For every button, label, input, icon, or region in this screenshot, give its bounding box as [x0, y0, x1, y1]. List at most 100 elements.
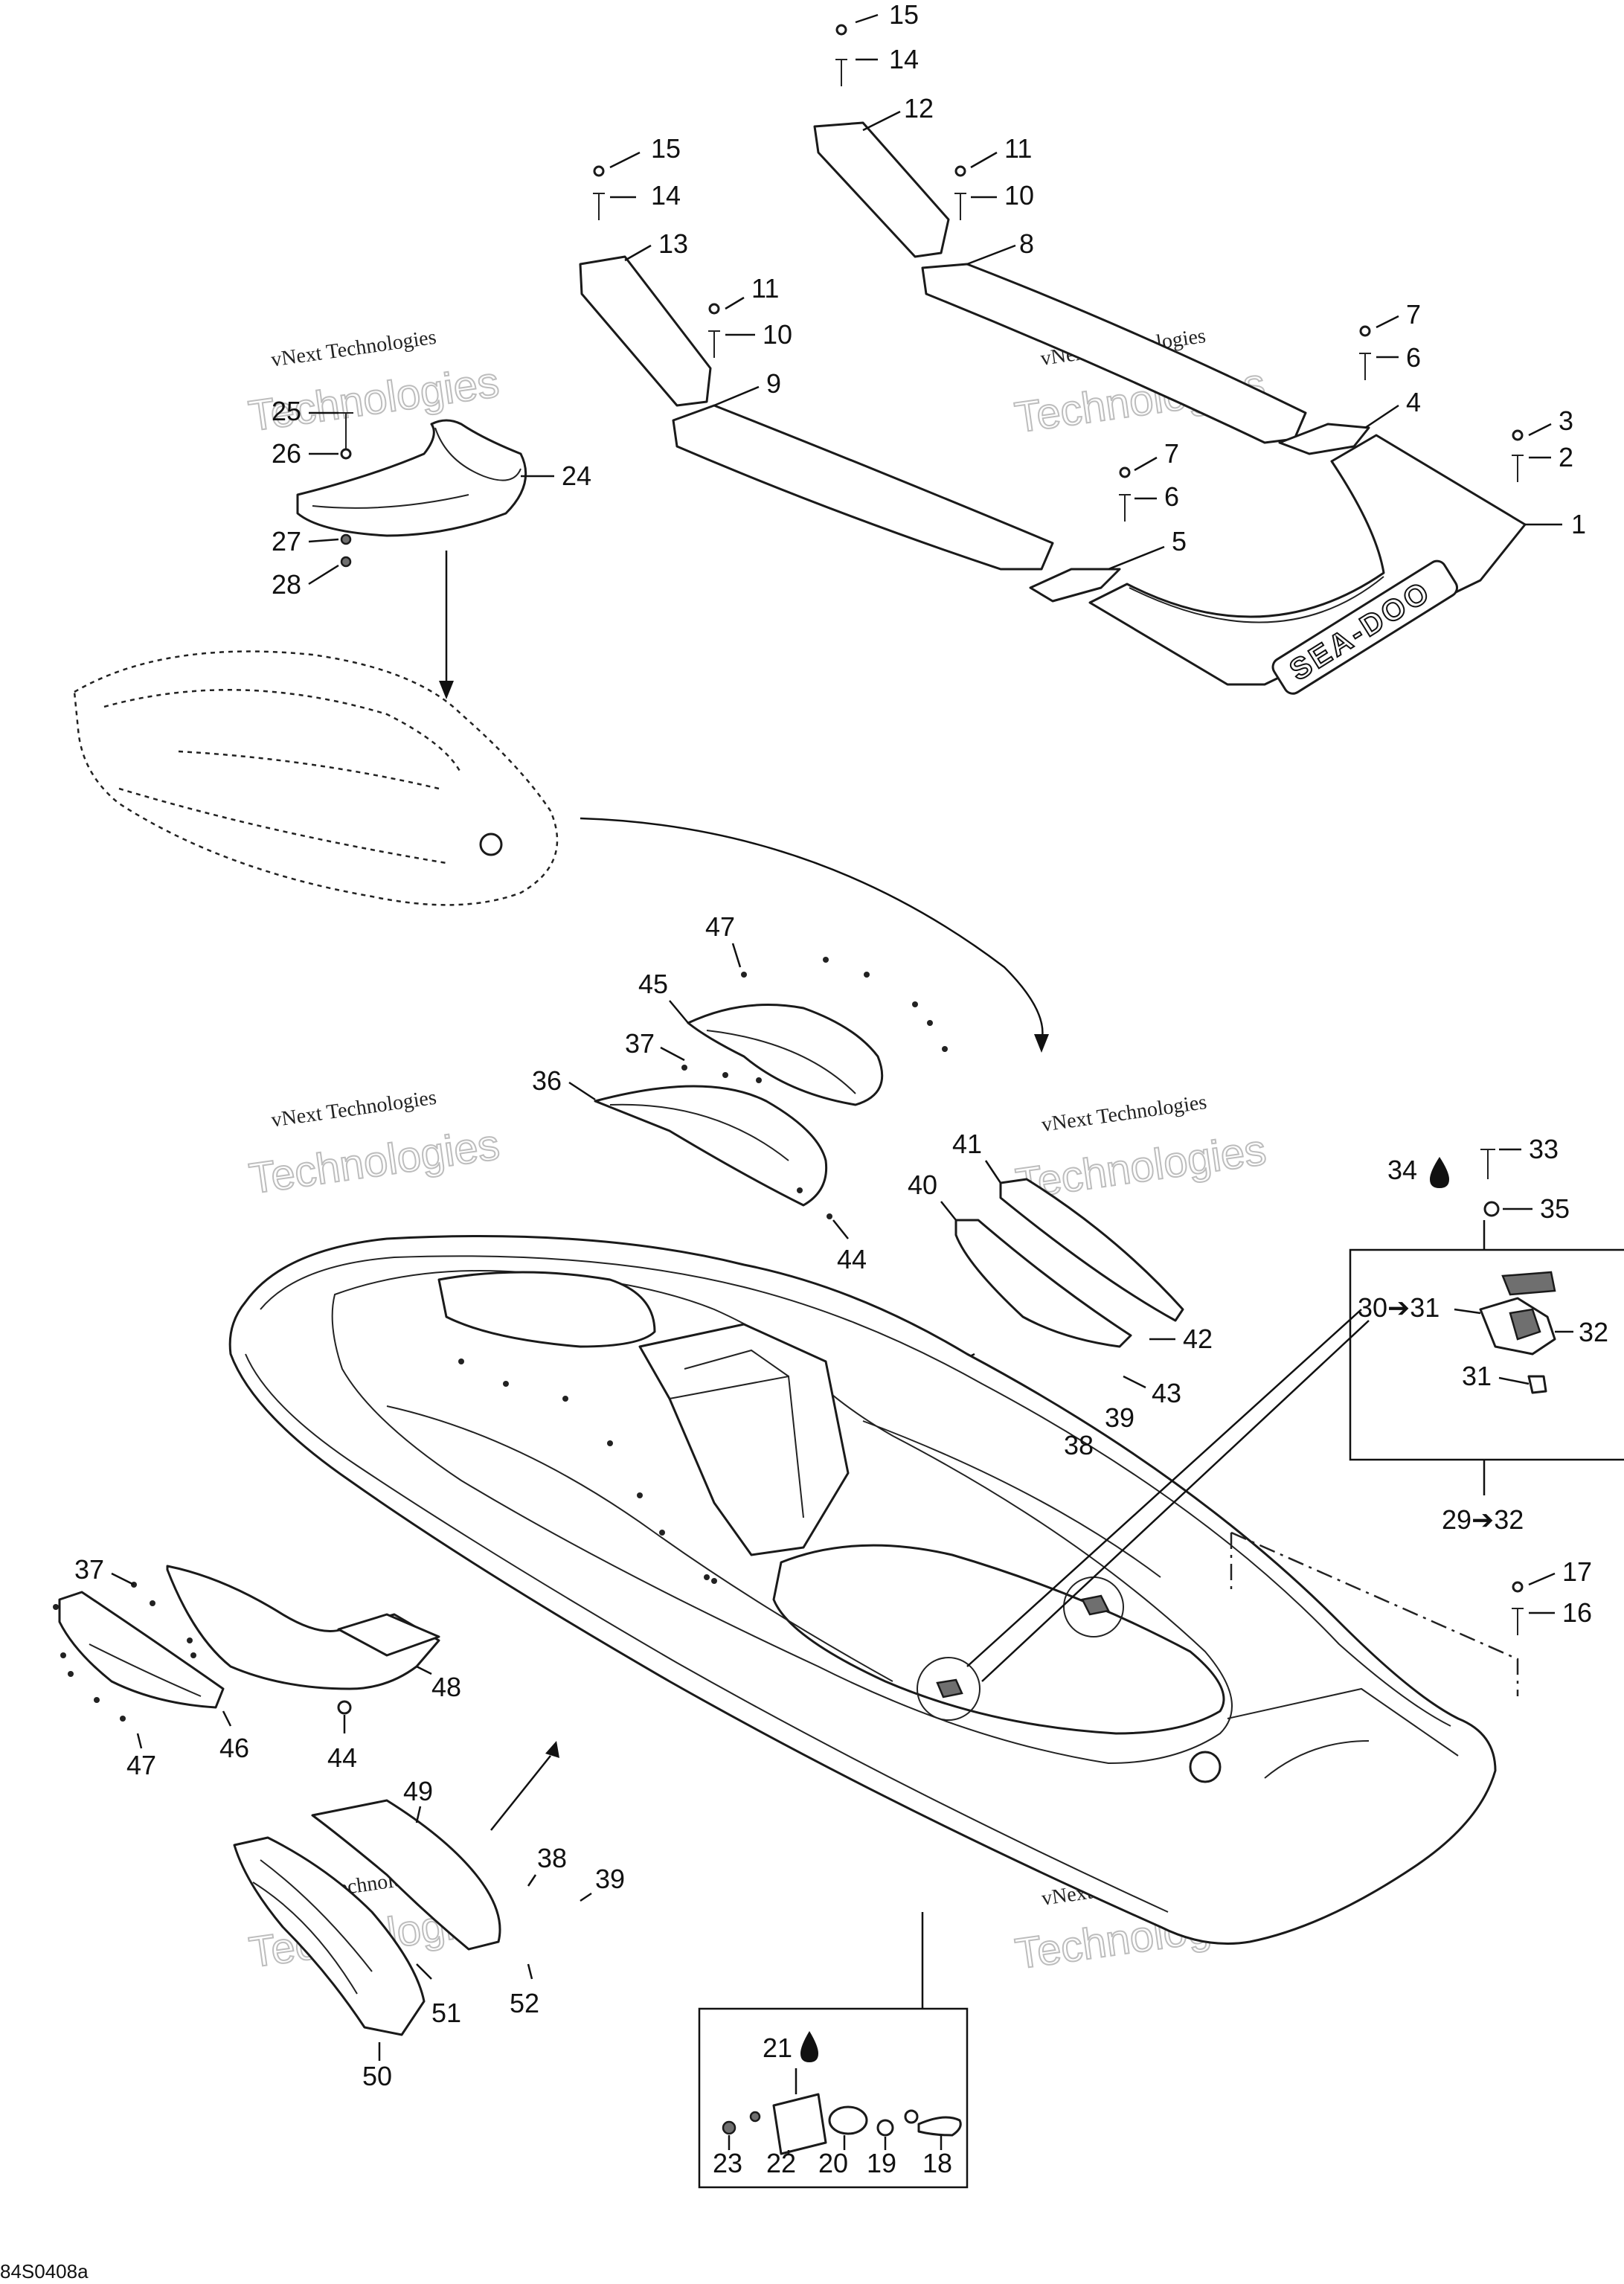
callout-39: 39: [595, 1864, 625, 1894]
callout-11: 11: [751, 273, 779, 304]
trim-screws-left: [53, 1582, 352, 1722]
footwell-trim-48: [166, 1565, 440, 1690]
callout-35: 35: [1540, 1193, 1570, 1224]
callout-42: 42: [1183, 1324, 1213, 1354]
fastener-16-17: [1512, 1581, 1524, 1635]
callout-7: 7: [1406, 299, 1421, 330]
callout-32: 32: [1579, 1317, 1608, 1347]
callout-15: 15: [889, 0, 919, 30]
side-trim-45: [687, 1004, 884, 1106]
mat-5: [1029, 568, 1121, 603]
watermark-text: Technologies: [246, 1120, 502, 1203]
side-trim-40: [954, 1219, 1132, 1348]
callout-21: 21: [763, 2033, 792, 2063]
diagram-code: 84S0408a: [0, 2260, 89, 2283]
callout-19: 19: [867, 2148, 896, 2178]
mat-12: [813, 121, 950, 258]
callout-43: 43: [1152, 1378, 1181, 1408]
callout-27: 27: [272, 526, 301, 556]
callout-34: 34: [1387, 1155, 1417, 1185]
callout-17: 17: [1562, 1556, 1592, 1587]
callout-30-31: 30➔31: [1358, 1292, 1440, 1323]
callout-10: 10: [1004, 180, 1034, 211]
side-trim-41: [999, 1178, 1184, 1322]
callout-37: 37: [625, 1028, 655, 1059]
callout-44: 44: [837, 1244, 867, 1274]
hull: [228, 1235, 1497, 1945]
watermark-mid-left: vNext Technologies Technologies: [245, 1086, 503, 1204]
side-trim-36: [594, 1085, 828, 1207]
detail-box-29-32: [1349, 1248, 1624, 1461]
callout-46: 46: [219, 1733, 249, 1763]
callout-23: 23: [713, 2148, 742, 2178]
callout-41: 41: [952, 1129, 982, 1159]
callout-47: 47: [126, 1750, 156, 1780]
trim-screws: [681, 957, 948, 1219]
callout-51: 51: [431, 1998, 461, 2028]
clip-assembly: [1479, 1149, 1556, 1394]
callout-52: 52: [510, 1988, 539, 2018]
callout-2: 2: [1559, 442, 1573, 472]
watermark-text: vNext Technologies: [269, 326, 437, 372]
callout-1: 1: [1571, 509, 1586, 539]
callout-15: 15: [651, 133, 681, 164]
mat-4: [1278, 423, 1370, 455]
mat-1: [1088, 434, 1527, 686]
callout-48: 48: [431, 1672, 461, 1702]
callout-26: 26: [272, 438, 301, 469]
footwell-trim-46: [58, 1591, 225, 1709]
callout-12: 12: [904, 93, 934, 123]
callout-45: 45: [638, 969, 668, 999]
callout-44: 44: [327, 1742, 357, 1773]
callout-33: 33: [1529, 1134, 1559, 1164]
callout-49: 49: [403, 1776, 433, 1806]
callout-22: 22: [766, 2148, 796, 2178]
watermark-text: vNext Technologies: [270, 1086, 438, 1132]
callout-5: 5: [1172, 526, 1187, 556]
callout-31: 31: [1462, 1361, 1492, 1391]
drain-plug-assembly: [722, 2093, 962, 2155]
watermark-text: vNext Technologies: [1040, 1091, 1208, 1137]
callout-18: 18: [922, 2148, 952, 2178]
callout-29-32: 29➔32: [1442, 1504, 1524, 1535]
hull-detail-circles: [917, 1309, 1370, 1721]
grab-handle-24: [296, 412, 527, 568]
callout-20: 20: [818, 2148, 848, 2178]
callout-11: 11: [1004, 133, 1032, 164]
callout-38: 38: [1064, 1430, 1094, 1460]
callout-13: 13: [658, 228, 688, 259]
callout-47: 47: [705, 911, 735, 942]
stern-guide: [1230, 1531, 1519, 1696]
callout-16: 16: [1562, 1597, 1592, 1628]
step-bracket-49: [311, 1799, 501, 1951]
callout-28: 28: [272, 569, 301, 600]
callout-9: 9: [766, 368, 781, 399]
callout-10: 10: [763, 319, 792, 350]
mat-fasteners: [593, 24, 1524, 522]
mat-9: [672, 404, 1054, 571]
callout-24: 24: [562, 461, 591, 491]
sealant-drop-icon: [1430, 1157, 1449, 1188]
callout-7: 7: [1164, 438, 1179, 469]
callout-40: 40: [908, 1170, 937, 1200]
callout-8: 8: [1019, 228, 1034, 259]
detail-box-18-23: [698, 2007, 969, 2189]
callout-14: 14: [651, 180, 681, 211]
callout-37: 37: [74, 1554, 104, 1585]
watermark-mid-right: vNext Technologies Technologies: [1012, 1091, 1269, 1209]
sealant-drop-icon: [800, 2031, 818, 2062]
callouts: 15 14 12 15 14 13 11 10 8 11 10 9 7 6 4 …: [74, 0, 1608, 2178]
callout-6: 6: [1406, 342, 1421, 373]
mat-13: [579, 255, 712, 407]
callout-14: 14: [889, 44, 919, 74]
seat-outline: [73, 650, 559, 906]
callout-6: 6: [1164, 481, 1179, 512]
callout-39: 39: [1105, 1402, 1134, 1433]
callout-38: 38: [537, 1843, 567, 1873]
callout-4: 4: [1406, 387, 1421, 417]
callout-36: 36: [532, 1065, 562, 1096]
callout-25: 25: [272, 396, 301, 426]
callout-3: 3: [1559, 405, 1573, 436]
callout-50: 50: [362, 2061, 392, 2091]
